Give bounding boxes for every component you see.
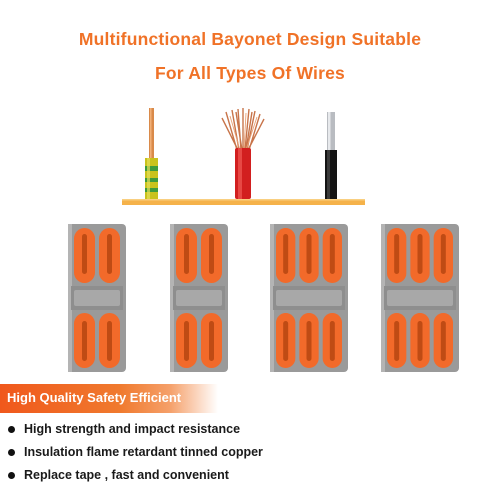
feature-item: High strength and impact resistance	[6, 420, 263, 443]
feature-item: Insulation flame retardant tinned copper	[6, 443, 263, 466]
lever	[99, 228, 120, 283]
lever	[176, 228, 197, 283]
feature-list: High strength and impact resistance Insu…	[6, 420, 263, 489]
lever	[433, 313, 453, 368]
lever	[74, 313, 95, 368]
lever	[276, 228, 296, 283]
lever	[322, 228, 342, 283]
stranded-copper-wire	[221, 108, 265, 199]
copper-solid-wire	[145, 108, 158, 199]
quality-banner: High Quality Safety Efficient	[0, 384, 218, 413]
lever	[410, 228, 430, 283]
lever	[387, 313, 407, 368]
lever	[99, 313, 120, 368]
headline-line-1: Multifunctional Bayonet Design Suitable	[78, 29, 422, 49]
lever	[322, 313, 342, 368]
lever	[299, 228, 319, 283]
connector-3-way	[381, 224, 459, 372]
bullet-icon	[8, 449, 15, 456]
lever	[410, 313, 430, 368]
bullet-icon	[8, 472, 15, 479]
lever	[299, 313, 319, 368]
banner-text: High Quality Safety Efficient	[7, 390, 182, 405]
headline-line-2: For All Types Of Wires	[155, 63, 345, 83]
lever	[433, 228, 453, 283]
lever	[176, 313, 197, 368]
lever	[201, 313, 222, 368]
connector-2-way	[170, 224, 228, 372]
lever	[201, 228, 222, 283]
lever	[276, 313, 296, 368]
connector-2-way	[68, 224, 126, 372]
lever	[387, 228, 407, 283]
lever	[74, 228, 95, 283]
wires-illustration	[122, 108, 365, 205]
feature-item: Replace tape , fast and convenient	[6, 466, 263, 489]
bullet-icon	[8, 426, 15, 433]
wire-shelf	[122, 199, 365, 205]
aluminum-solid-wire	[325, 112, 337, 199]
connector-3-way	[270, 224, 348, 372]
